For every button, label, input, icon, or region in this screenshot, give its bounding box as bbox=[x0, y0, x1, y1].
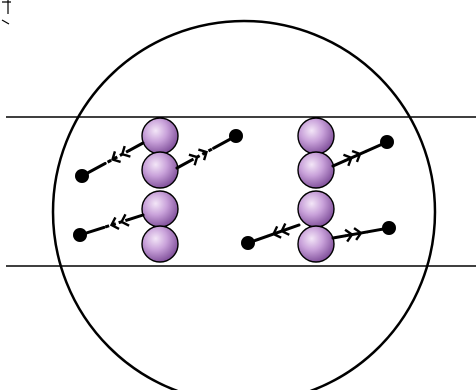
linker-stem bbox=[175, 159, 192, 170]
corner-mark bbox=[1, 0, 11, 25]
ligand-dot-icon bbox=[75, 169, 89, 183]
cell-boundary bbox=[51, 19, 437, 390]
chevron-arrow-icon bbox=[344, 228, 354, 243]
linker-stem bbox=[331, 234, 347, 240]
linker-stem bbox=[331, 159, 347, 168]
chevron-arrow-icon bbox=[111, 151, 121, 164]
chevron-arrow-icon bbox=[198, 148, 208, 161]
right-chain-ligand-upper-right bbox=[331, 135, 394, 168]
right-chain-ligand-lower-left bbox=[241, 222, 301, 250]
chevron-arrow-icon bbox=[109, 216, 120, 230]
ligand-dot-icon bbox=[380, 135, 394, 149]
bead bbox=[297, 151, 335, 189]
linker-body bbox=[104, 148, 131, 165]
chevron-arrow-icon bbox=[353, 227, 363, 241]
chevron-arrow-icon bbox=[271, 225, 282, 239]
chevron-arrow-icon bbox=[120, 145, 131, 158]
left-chain-ligand-upper-left bbox=[75, 141, 145, 183]
chevron-arrow-icon bbox=[119, 213, 130, 227]
chevron-arrow-icon bbox=[188, 153, 199, 166]
bead bbox=[297, 117, 335, 155]
left-chain-ligand-lower-left bbox=[73, 213, 145, 242]
bead bbox=[141, 117, 179, 155]
ligand-dot-icon bbox=[229, 129, 243, 143]
bead bbox=[141, 151, 179, 189]
linker-stem bbox=[128, 141, 145, 152]
left-chain-ligand-upper-right bbox=[175, 129, 243, 170]
ligand-dot-icon bbox=[382, 221, 396, 235]
right-chain-ligand-lower-right bbox=[331, 221, 396, 243]
linker-body bbox=[103, 217, 130, 229]
bead bbox=[141, 225, 179, 263]
ligand-dot-icon bbox=[241, 236, 255, 250]
chevron-arrow-icon bbox=[343, 153, 353, 167]
bead bbox=[297, 190, 335, 228]
linker-body bbox=[344, 149, 368, 163]
bead bbox=[297, 225, 335, 263]
linker-stem bbox=[286, 223, 301, 231]
chevron-arrow-icon bbox=[280, 222, 290, 236]
chain-right bbox=[297, 117, 335, 263]
linker-stem bbox=[127, 213, 145, 221]
bead bbox=[141, 190, 179, 228]
chain-left bbox=[141, 117, 179, 263]
chevron-arrow-icon bbox=[351, 149, 362, 163]
linker-body bbox=[345, 230, 368, 238]
ligand-dot-icon bbox=[73, 228, 87, 242]
linker-body bbox=[189, 146, 215, 163]
linker-body bbox=[266, 227, 289, 238]
